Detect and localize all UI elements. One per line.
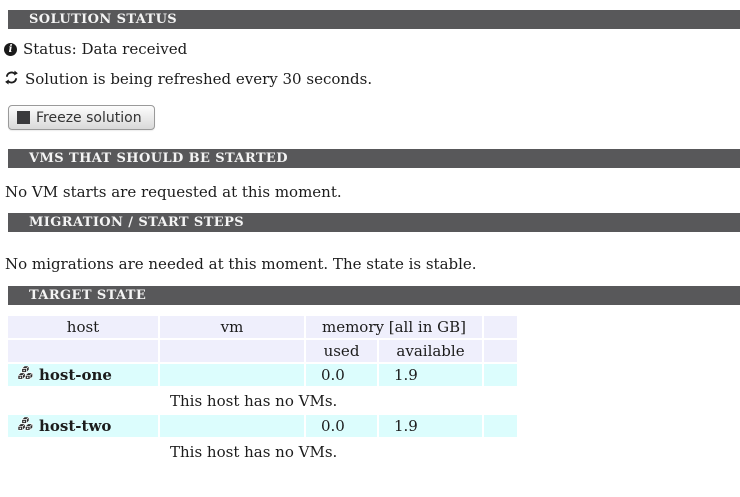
empty-host-cell	[8, 388, 158, 413]
host-name: host-two	[39, 417, 112, 435]
table-row-host-two: host-two 0.0 1.9	[8, 415, 517, 437]
refresh-icon	[4, 70, 19, 89]
status-line: i Status: Data received	[4, 40, 740, 58]
no-vms-note: This host has no VMs.	[170, 442, 338, 461]
no-vms-note: This host has no VMs.	[170, 391, 338, 410]
freeze-button-label: Freeze solution	[36, 109, 142, 126]
section-header-migration-steps: MIGRATION / START STEPS	[8, 213, 740, 232]
section-header-target-state: TARGET STATE	[8, 286, 740, 305]
migration-steps-message: No migrations are needed at this moment.…	[5, 255, 477, 273]
vms-to-start-message: No VM starts are requested at this momen…	[5, 183, 342, 201]
empty-host-cell	[8, 439, 158, 464]
column-header-used: used	[306, 340, 377, 362]
table-row-no-vms: This host has no VMs.	[8, 439, 517, 464]
refresh-text: Solution is being refreshed every 30 sec…	[25, 70, 373, 88]
column-header-extra	[484, 316, 517, 338]
freeze-square-icon	[17, 111, 30, 124]
host-cubes-icon	[17, 416, 33, 435]
column-subheader-empty-vm	[160, 340, 304, 362]
table-header-row-1: host vm memory [all in GB]	[8, 316, 517, 338]
section-header-solution-status: SOLUTION STATUS	[8, 10, 740, 29]
freeze-solution-button[interactable]: Freeze solution	[8, 105, 155, 130]
table-header-row-2: used available	[8, 340, 517, 362]
memory-used-cell: 0.0	[306, 364, 377, 386]
extra-cell	[484, 364, 517, 386]
memory-used-cell: 0.0	[306, 415, 377, 437]
host-cubes-icon	[17, 365, 33, 384]
memory-available-cell: 1.9	[379, 364, 482, 386]
section-header-vms-to-start: VMS THAT SHOULD BE STARTED	[8, 149, 740, 168]
column-header-available: available	[379, 340, 482, 362]
column-subheader-empty-host	[8, 340, 158, 362]
column-subheader-empty-extra	[484, 340, 517, 362]
info-icon: i	[4, 42, 17, 56]
host-name: host-one	[39, 366, 112, 384]
host-name-cell: host-two	[8, 415, 158, 437]
vm-cell	[160, 364, 304, 386]
extra-cell	[484, 415, 517, 437]
column-header-memory-group: memory [all in GB]	[306, 316, 482, 338]
table-row-host-one: host-one 0.0 1.9	[8, 364, 517, 386]
vm-cell	[160, 415, 304, 437]
status-text: Status: Data received	[23, 40, 188, 58]
refresh-line: Solution is being refreshed every 30 sec…	[4, 70, 740, 89]
memory-available-cell: 1.9	[379, 415, 482, 437]
table-row-no-vms: This host has no VMs.	[8, 388, 517, 413]
column-header-host: host	[8, 316, 158, 338]
host-name-cell: host-one	[8, 364, 158, 386]
column-header-vm: vm	[160, 316, 304, 338]
target-state-table: host vm memory [all in GB] used availabl…	[6, 314, 519, 466]
